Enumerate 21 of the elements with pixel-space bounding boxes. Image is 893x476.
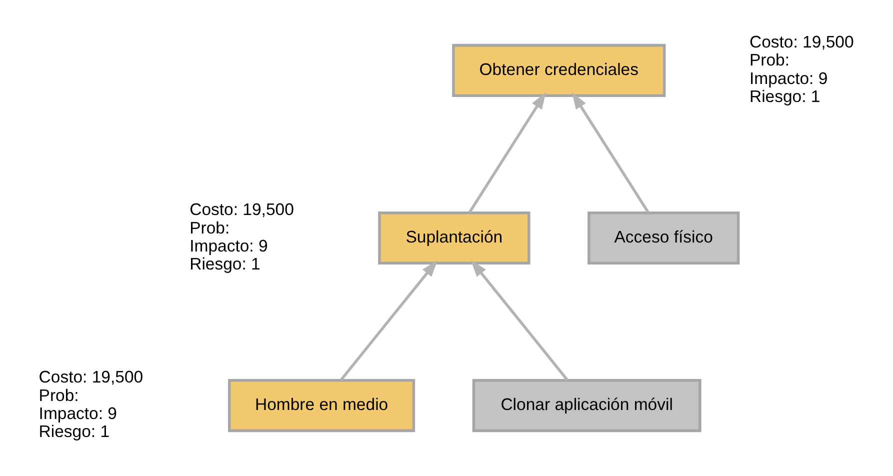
node-label: Impacto: 9 — [190, 236, 268, 256]
node-label: Prob: — [38, 386, 79, 405]
node-label: Riesgo: 1 — [749, 87, 820, 106]
node-label: Costo: 19,500 — [749, 32, 854, 52]
arrow — [468, 92, 546, 214]
node-box: Suplantación — [378, 211, 530, 265]
node-label: Costo: 19,500 — [190, 200, 294, 220]
node-box: Acceso físico — [588, 211, 740, 265]
node-label: Riesgo: 1 — [190, 254, 260, 274]
node-label: Riesgo: 1 — [38, 422, 110, 442]
node-label: Prob: — [190, 218, 230, 238]
arrow — [340, 260, 438, 382]
node-box: Hombre en medio — [228, 379, 416, 432]
node-label: Impacto: 9 — [38, 404, 118, 423]
node-label: Costo: 19,500 — [38, 368, 144, 387]
node-label: Prob: — [749, 50, 790, 70]
arrow — [572, 92, 650, 214]
node-box: Clonar aplicación móvil — [472, 379, 702, 432]
node-box: Obtener credenciales — [452, 44, 666, 97]
arrow — [470, 260, 569, 382]
node-label: Impacto: 9 — [749, 68, 828, 88]
